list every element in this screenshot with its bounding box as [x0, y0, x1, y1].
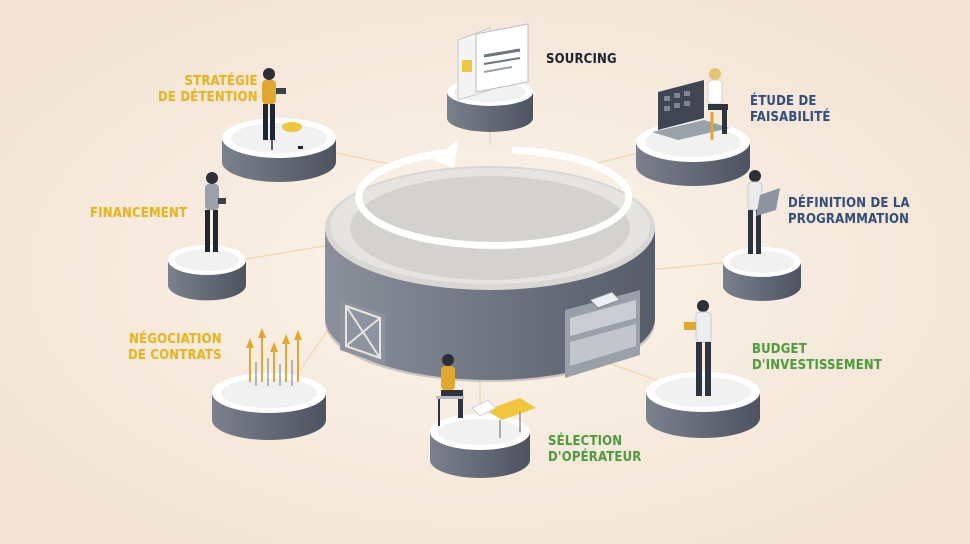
platform-definition [723, 247, 801, 301]
person-standing-icon [205, 172, 226, 252]
platform-selection [430, 414, 530, 478]
document-icon [457, 23, 529, 101]
stage-label-selection-doperateur: SÉLECTION D'OPÉRATEUR [548, 434, 642, 465]
central-hub [325, 140, 655, 382]
stage-label-financement: FINANCEMENT [90, 206, 188, 221]
platform-financement [168, 245, 246, 301]
stage-label-budget-dinvestissement: BUDGET D'INVESTISSEMENT [752, 342, 883, 373]
person-holding-tablet-icon [262, 68, 303, 150]
person-with-tablet-icon [684, 300, 712, 396]
stage-label-sourcing: SOURCING [546, 52, 617, 67]
platform-negociation [212, 373, 326, 440]
person-with-laptop-icon [747, 170, 780, 254]
stage-label-definition-de-la-programmation: DÉFINITION DE LA PROGRAMMATION [788, 196, 910, 227]
crate-module [340, 300, 385, 365]
platforms [168, 78, 801, 478]
stage-label-strategie-de-detention: STRATÉGIE DE DÉTENTION [158, 74, 258, 105]
growth-arrows-icon [246, 328, 302, 386]
stage-label-negociation-de-contrats: NÉGOCIATION DE CONTRATS [128, 332, 222, 363]
platform-budget [646, 372, 760, 438]
seated-person-icon [436, 354, 536, 438]
platform-strategie [222, 118, 336, 182]
person-with-computer-icon [652, 68, 730, 140]
circular-arrow-icon [355, 140, 633, 249]
stage-label-etude-de-faisabilite: ÉTUDE DE FAISABILITÉ [750, 94, 831, 125]
drawer-module [565, 290, 640, 378]
